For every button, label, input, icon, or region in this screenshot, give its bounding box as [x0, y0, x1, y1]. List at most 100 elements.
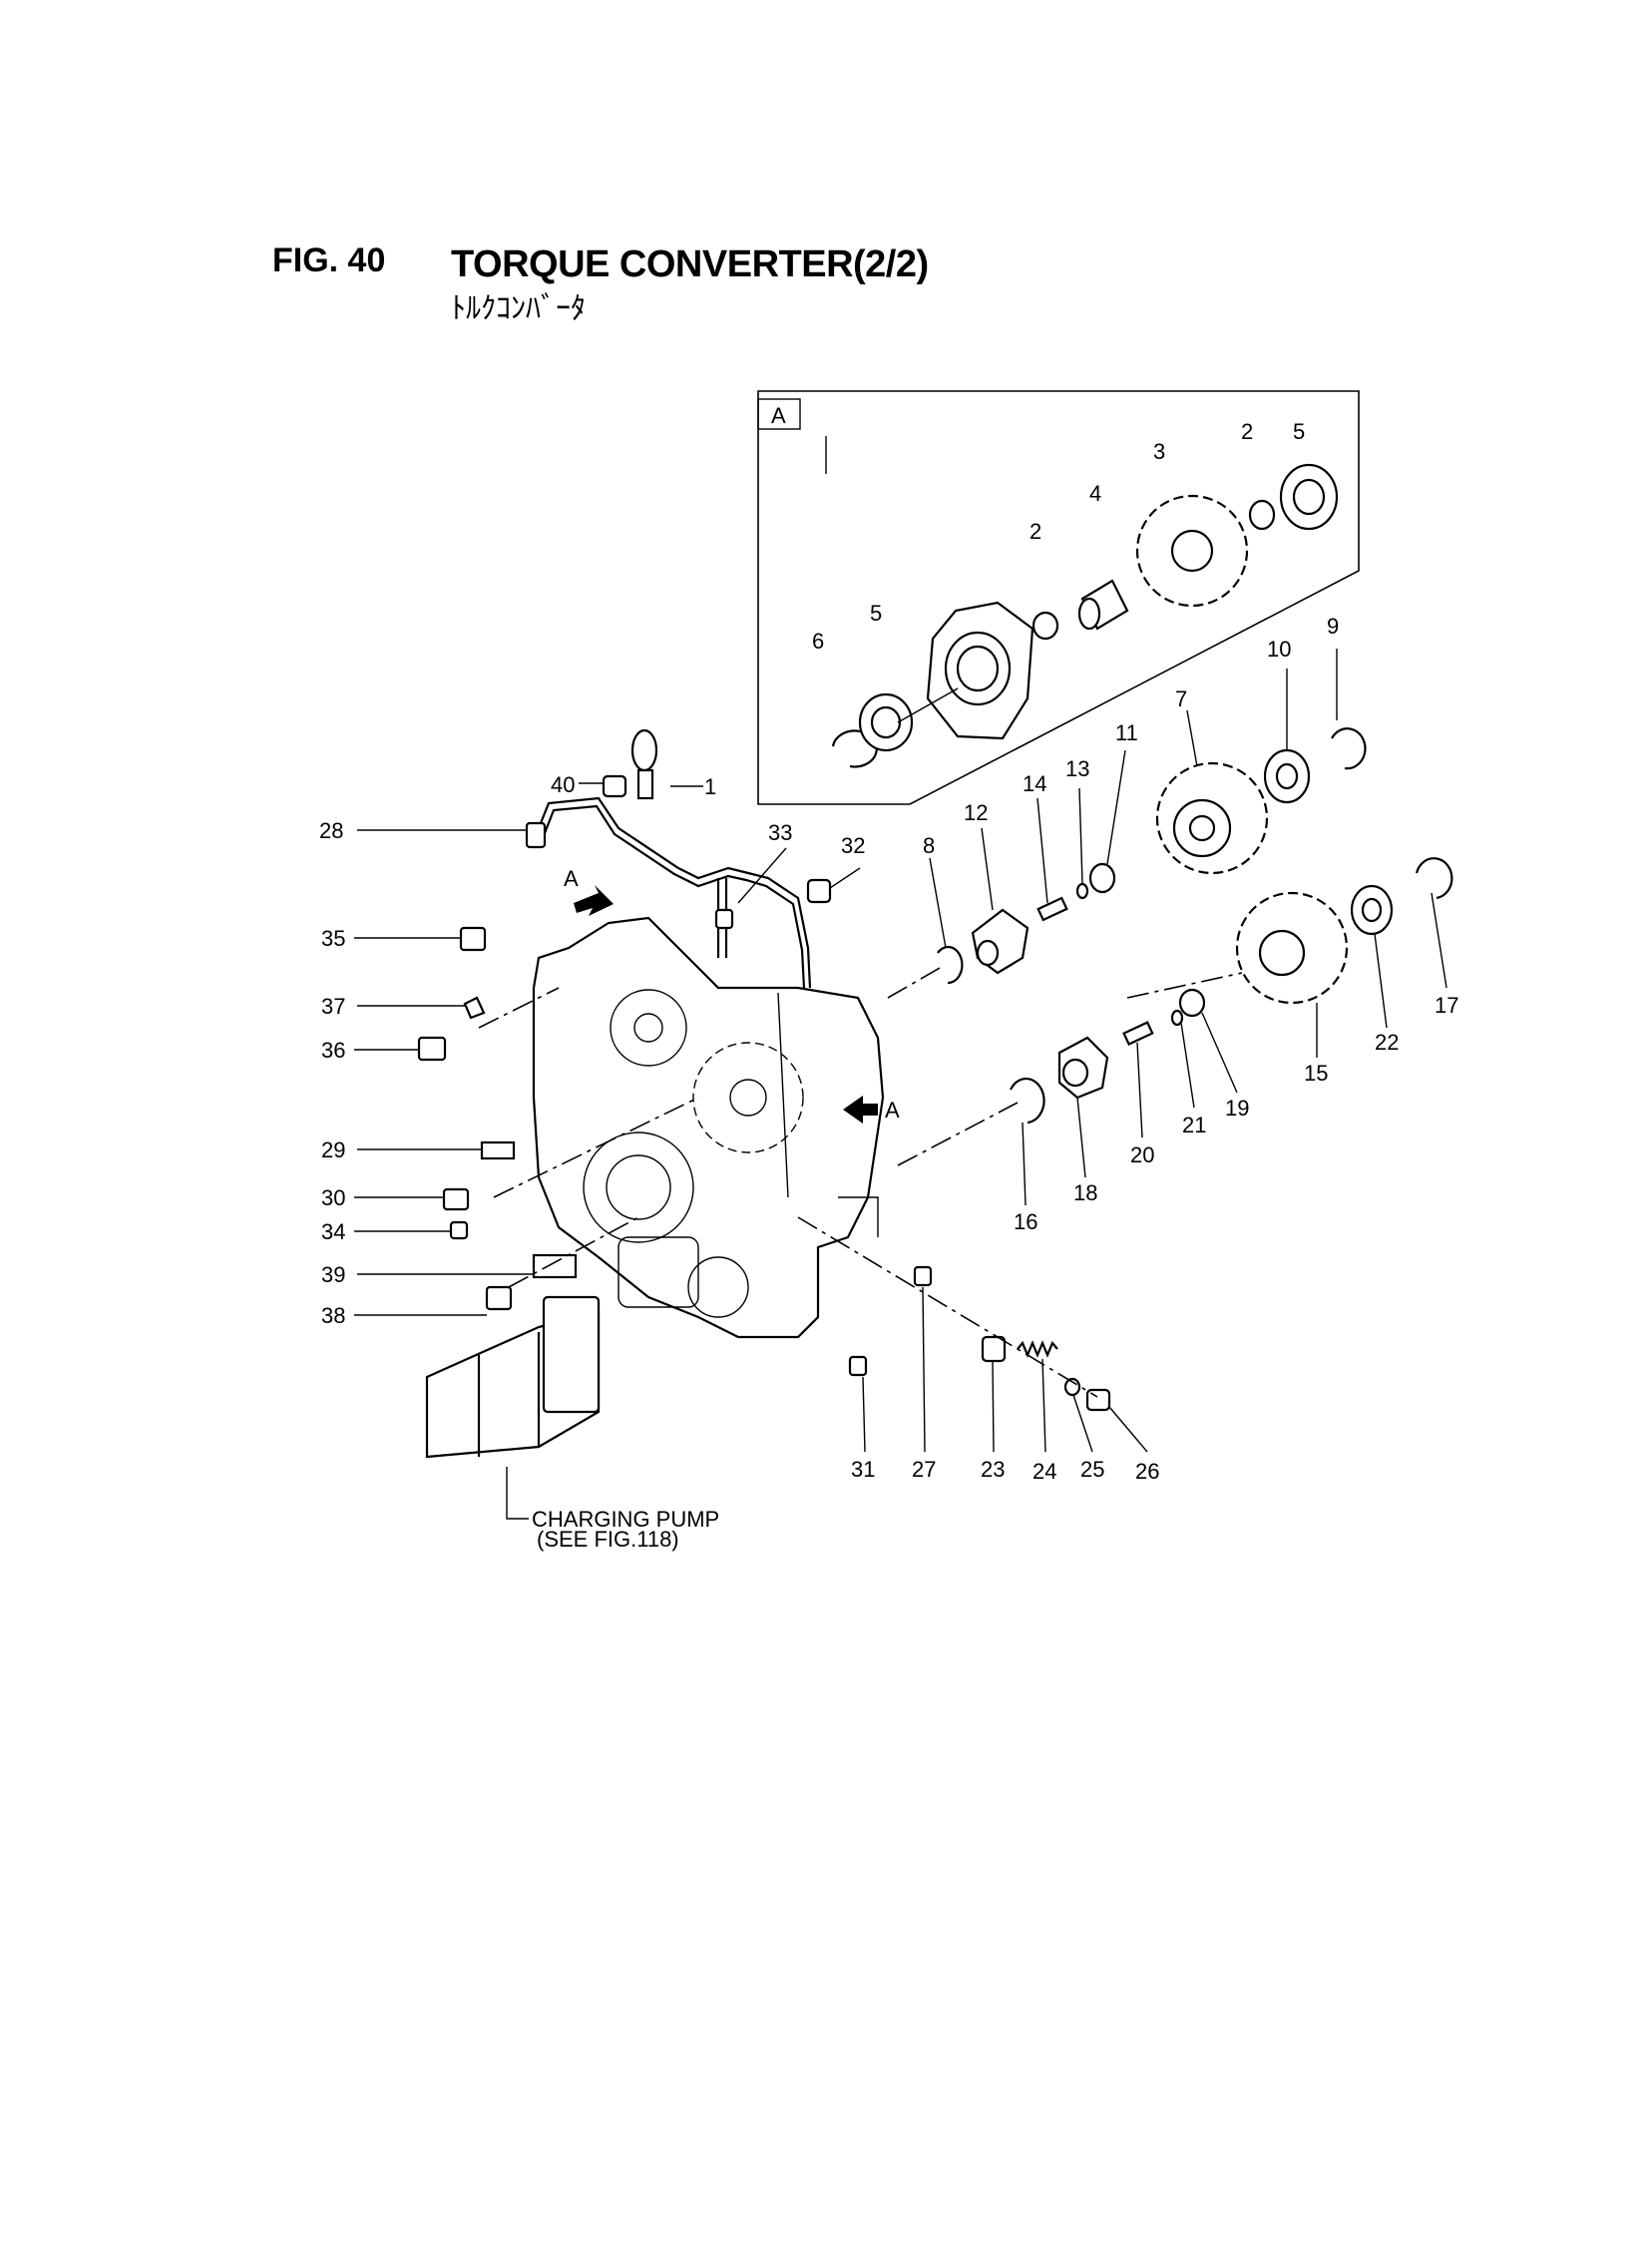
plug-40 — [602, 774, 627, 798]
plug-34 — [449, 1220, 469, 1240]
assembly-line-2 — [897, 1102, 1019, 1166]
charging-pump — [425, 1295, 601, 1459]
callout-27: 27 — [912, 1457, 936, 1482]
callout-12: 12 — [964, 800, 988, 825]
bearing-5-right — [1279, 463, 1339, 531]
callout-29: 29 — [321, 1137, 345, 1162]
callout-15: 15 — [1304, 1061, 1328, 1086]
callout-20: 20 — [1130, 1142, 1154, 1167]
plate-39 — [532, 1253, 578, 1279]
washer-2-left — [1032, 611, 1059, 641]
callout-10: 10 — [1267, 637, 1291, 662]
callout-4: 4 — [1089, 481, 1101, 506]
callout-5-left: 5 — [870, 601, 882, 626]
bolt-14 — [1036, 896, 1068, 922]
callout-26: 26 — [1135, 1459, 1159, 1484]
callout-1: 1 — [704, 774, 716, 799]
bearing-5-left — [858, 692, 914, 752]
fitting-28 — [525, 821, 547, 849]
callout-40: 40 — [551, 772, 575, 797]
snap-ring-8 — [937, 945, 964, 985]
arrow-a-right — [843, 1096, 878, 1124]
fitting-37 — [463, 996, 486, 1020]
callout-30: 30 — [321, 1185, 345, 1210]
callout-14: 14 — [1023, 771, 1046, 796]
transmission-housing — [532, 916, 885, 1339]
callout-23: 23 — [981, 1457, 1005, 1482]
washer-21 — [1170, 1009, 1184, 1027]
shaft-4 — [1077, 579, 1129, 631]
detail-a-label: A — [771, 403, 786, 428]
callout-22: 22 — [1375, 1030, 1399, 1055]
callout-2-mid: 2 — [1030, 519, 1041, 544]
eye-bolt-1 — [630, 728, 658, 800]
snap-ring-9 — [1331, 727, 1367, 770]
bolt-38 — [485, 1285, 513, 1311]
leader-lines — [354, 436, 1447, 1520]
callout-3: 3 — [1153, 439, 1165, 464]
callout-21: 21 — [1182, 1113, 1206, 1137]
callout-8: 8 — [923, 833, 935, 858]
callout-24: 24 — [1032, 1459, 1056, 1484]
assembly-line-5 — [493, 1097, 699, 1198]
snap-ring-17 — [1415, 857, 1453, 900]
pipe-line — [537, 796, 812, 989]
figure-title: TORQUE CONVERTER(2/2) — [451, 243, 929, 285]
assembly-line-4 — [797, 1216, 1098, 1398]
callout-13: 13 — [1065, 756, 1089, 781]
callout-38: 38 — [321, 1303, 345, 1328]
bolt-35 — [459, 926, 487, 952]
bolt-30 — [442, 1187, 470, 1211]
gear-3 — [1135, 494, 1249, 608]
callout-7: 7 — [1175, 686, 1187, 711]
assembly-line-1 — [887, 967, 941, 999]
valve-23 — [981, 1335, 1007, 1363]
gear-7 — [1155, 761, 1269, 875]
gear-15 — [1235, 891, 1349, 1005]
figure-subtitle: ﾄﾙｸｺﾝﾊﾞｰﾀ — [451, 291, 586, 326]
assembly-line-7 — [508, 1216, 639, 1288]
fitting-32 — [806, 878, 832, 904]
callout-19: 19 — [1225, 1096, 1249, 1121]
pump-note-line1: CHARGING PUMP — [532, 1507, 719, 1532]
arrow-a-right-label: A — [885, 1098, 900, 1123]
callout-36: 36 — [321, 1038, 345, 1063]
arrow-a-top — [574, 885, 614, 916]
gear-12 — [971, 908, 1030, 975]
gear-18 — [1057, 1036, 1109, 1100]
arrow-a-top-label: A — [564, 866, 579, 891]
callout-18: 18 — [1073, 1180, 1097, 1205]
plug-31 — [848, 1355, 868, 1377]
callout-39: 39 — [321, 1262, 345, 1287]
assembly-line-6 — [478, 987, 560, 1029]
bearing-22 — [1350, 884, 1394, 936]
plate-29 — [480, 1140, 516, 1160]
pump-note-line2: (SEE FIG.118) — [537, 1527, 679, 1552]
washer-2-right — [1248, 499, 1276, 531]
callout-9: 9 — [1327, 614, 1339, 639]
bearing-10 — [1263, 748, 1311, 804]
bolt-20 — [1122, 1021, 1154, 1046]
detail-a-inset: A — [757, 390, 1360, 805]
callout-25: 25 — [1080, 1457, 1104, 1482]
callout-5-right: 5 — [1293, 419, 1305, 444]
callout-6: 6 — [812, 629, 824, 654]
washer-13 — [1075, 882, 1089, 900]
figure-number: FIG. 40 — [272, 241, 386, 279]
callout-34: 34 — [321, 1219, 345, 1244]
bolt-36 — [417, 1036, 447, 1062]
callout-17: 17 — [1435, 993, 1458, 1018]
callout-37: 37 — [321, 994, 345, 1019]
callout-31: 31 — [851, 1457, 875, 1482]
plug-27 — [913, 1265, 933, 1287]
fitting-33 — [714, 908, 734, 930]
snap-ring-16 — [1010, 1077, 1045, 1125]
callout-2-top: 2 — [1241, 419, 1253, 444]
callout-28: 28 — [319, 818, 343, 843]
bushing-19 — [1178, 988, 1206, 1018]
callout-35: 35 — [321, 926, 345, 951]
bushing-11 — [1088, 862, 1116, 894]
assembly-line-3 — [1126, 972, 1243, 999]
washer-25 — [1063, 1377, 1081, 1397]
